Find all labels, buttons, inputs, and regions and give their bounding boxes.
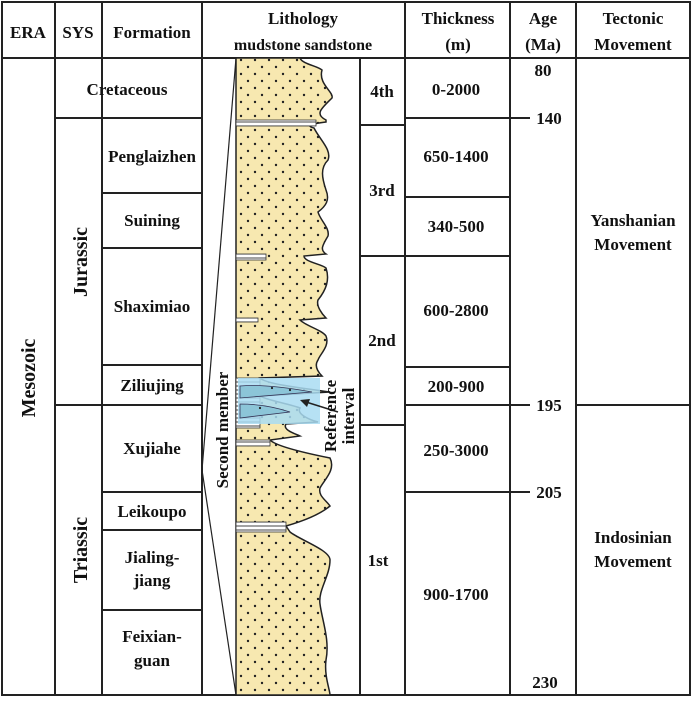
formation-cretaceous: Cretaceous: [87, 80, 168, 99]
age-195: 195: [536, 396, 562, 415]
header-lithology: Lithology: [268, 9, 338, 28]
thickness-suining: 340-500: [428, 217, 485, 236]
header-era: ERA: [10, 23, 47, 42]
tectonic-labels: Yanshanian Movement Indosinian Movement: [590, 211, 676, 571]
cycle-labels: 4th 3rd 2nd 1st: [368, 82, 397, 570]
header-thickness-unit: (m): [445, 35, 470, 54]
thickness-shaximiao: 600-2800: [423, 301, 488, 320]
cycle-4th: 4th: [370, 82, 394, 101]
thickness-labels: 0-2000 650-1400 340-500 600-2800 200-900…: [423, 80, 488, 604]
header-tectonic: Tectonic: [603, 9, 664, 28]
header-sys: SYS: [62, 23, 93, 42]
reference-label-line2: interval: [339, 387, 358, 444]
formation-feixianguan-line1: Feixian-: [122, 627, 182, 646]
lithology-column: [201, 57, 339, 696]
reference-interval-layers: [239, 385, 313, 419]
formation-jialingjiang-line1: Jialing-: [125, 548, 180, 567]
formation-leikoupo: Leikoupo: [118, 502, 187, 521]
age-140: 140: [536, 109, 562, 128]
age-labels: 80 140 195 205 230: [532, 61, 562, 692]
header-tectonic-sub: Movement: [594, 35, 672, 54]
formation-penglaizhen: Penglaizhen: [108, 147, 196, 166]
era-label: Mesozoic: [18, 338, 40, 417]
header-age-unit: (Ma): [525, 35, 561, 54]
header-row: ERA SYS Formation Lithology mudstone san…: [10, 9, 672, 54]
system-triassic: Triassic: [70, 517, 92, 583]
header-lithology-sub: mudstone sandstone: [234, 37, 372, 54]
thickness-penglaizhen: 650-1400: [423, 147, 488, 166]
cycle-2nd: 2nd: [368, 331, 396, 350]
formation-xujiahe: Xujiahe: [123, 439, 181, 458]
member-bracket-top: [201, 57, 237, 471]
header-age: Age: [529, 9, 558, 28]
age-205: 205: [536, 483, 562, 502]
sand-profile: [235, 57, 333, 696]
header-thickness: Thickness: [422, 9, 495, 28]
header-formation: Formation: [113, 23, 191, 42]
system-jurassic: Jurassic: [70, 227, 92, 297]
thickness-ziliujing: 200-900: [428, 377, 485, 396]
age-230: 230: [532, 673, 558, 692]
tectonic-yanshanian-movement: Movement: [594, 235, 672, 254]
member-bracket-bottom: [201, 469, 237, 696]
formation-feixianguan-line2: guan: [134, 651, 170, 670]
formation-suining: Suining: [124, 211, 180, 230]
tectonic-indosinian-movement: Movement: [594, 552, 672, 571]
cycle-3rd: 3rd: [369, 181, 395, 200]
tectonic-yanshanian: Yanshanian: [590, 211, 676, 230]
age-80: 80: [535, 61, 552, 80]
reference-arrow: [305, 401, 339, 413]
formation-jialingjiang-line2: jiang: [133, 571, 171, 590]
tectonic-indosinian: Indosinian: [594, 528, 672, 547]
second-member-label: Second member: [213, 371, 232, 488]
thickness-cretaceous: 0-2000: [432, 80, 480, 99]
cycle-1st: 1st: [368, 551, 389, 570]
formation-shaximiao: Shaximiao: [114, 297, 191, 316]
arrow-head: [300, 399, 310, 407]
formation-labels: Cretaceous Penglaizhen Suining Shaximiao…: [87, 80, 197, 670]
thickness-lower-triassic: 900-1700: [423, 585, 488, 604]
reference-label-line1: Reference: [321, 379, 340, 452]
formation-ziliujing: Ziliujing: [120, 376, 184, 395]
thickness-xujiahe: 250-3000: [423, 441, 488, 460]
